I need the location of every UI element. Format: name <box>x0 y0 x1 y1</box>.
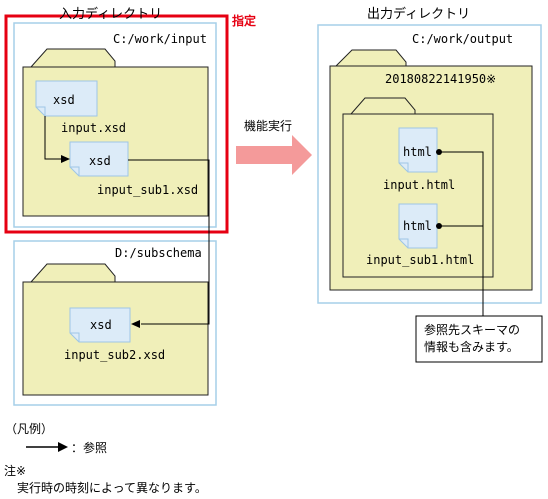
input-sub1-html-filename: input_sub1.html <box>366 253 475 267</box>
subschema-folder-path: D:/subschema <box>115 246 202 260</box>
note-title: 注※ <box>4 464 27 478</box>
callout-text: 参照先スキーマの 情報も含みます。 <box>424 322 520 356</box>
note-text: 実行時の時刻によって異なります。 <box>17 481 207 495</box>
output-directory-heading: 出力ディレクトリ <box>367 7 471 22</box>
timestamp-folder-icon <box>342 97 494 278</box>
output-folder-path: C:/work/output <box>412 32 514 46</box>
ref-arrow-sub1-to-sub2 <box>128 159 210 328</box>
callout-connectors <box>436 149 484 316</box>
input-sub2-xsd-icon-label: xsd <box>90 318 112 332</box>
input-xsd-icon-label: xsd <box>53 93 75 107</box>
designated-highlight-frame <box>4 14 229 234</box>
input-sub1-xsd-filename: input_sub1.xsd <box>97 183 199 197</box>
execute-arrow <box>236 135 312 175</box>
input-html-file-icon <box>398 127 438 173</box>
input-xsd-filename: input.xsd <box>61 121 127 135</box>
input-sub2-xsd-file-icon <box>69 307 131 343</box>
input-sub1-html-file-icon <box>398 203 438 249</box>
input-xsd-file-icon <box>35 80 98 117</box>
input-sub1-xsd-icon-label: xsd <box>89 154 111 168</box>
legend-reference-label: ：参照 <box>71 441 108 455</box>
input-sub1-html-icon-label: html <box>403 219 432 233</box>
input-directory-heading: 入力ディレクトリ <box>59 7 163 22</box>
designated-label: 指定 <box>232 14 257 28</box>
ref-arrow-main-to-sub1 <box>44 116 70 163</box>
legend-reference-arrow <box>26 442 68 452</box>
callout-box <box>415 315 543 363</box>
input-sub2-xsd-filename: input_sub2.xsd <box>64 348 166 362</box>
timestamp-folder-name: 20180822141950※ <box>385 72 497 86</box>
input-sub1-xsd-file-icon <box>69 141 129 177</box>
input-html-filename: input.html <box>383 178 456 192</box>
callout-line-1: 参照先スキーマの <box>424 323 521 337</box>
input-folder-path: C:/work/input <box>113 32 207 46</box>
legend-title: （凡例） <box>5 422 54 436</box>
callout-line-2: 情報も含みます。 <box>424 340 519 354</box>
execute-label: 機能実行 <box>244 119 293 133</box>
input-html-icon-label: html <box>403 145 432 159</box>
